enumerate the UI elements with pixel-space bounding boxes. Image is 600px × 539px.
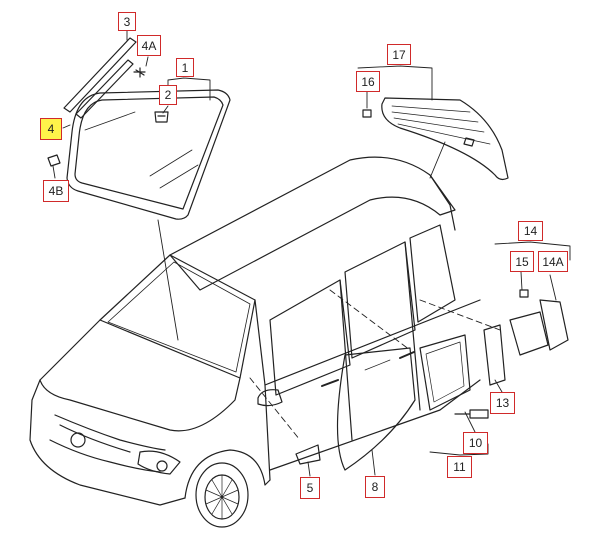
wheel-spokes [205,474,239,520]
callout-10[interactable]: 10 [463,432,488,454]
callout-1[interactable]: 1 [176,58,194,77]
rear-window-parts [362,97,509,181]
b-pillar [339,279,353,441]
quarter-window [409,224,456,323]
callout-16[interactable]: 16 [356,71,380,92]
sill-line [269,379,481,471]
windscreen-parts [47,37,231,220]
front-wheel [195,462,249,528]
windscreen-reflection-1 [84,111,136,131]
windscreen-glass [66,89,231,220]
windscreen-reflection-2 [149,149,193,177]
leader-10 [464,411,476,433]
defroster-line-1 [391,105,471,113]
guide-rail-bolt [454,409,489,419]
fixed-quarter-glass [483,324,506,386]
defroster-line-2 [391,111,479,123]
rear-door-glass-edge [425,341,465,403]
moulding-strip-long [63,37,137,113]
headlight [137,450,181,475]
callout-4a[interactable]: 4A [137,35,161,56]
clip-4a [133,67,146,78]
rear-quarter-glass [509,311,549,356]
door-handle-rear [399,351,415,359]
leader-11 [429,443,489,456]
leader-15 [520,271,523,291]
side-body-line [264,299,481,386]
c-pillar [404,241,421,411]
leader-8 [371,449,376,476]
callout-11[interactable]: 11 [447,456,472,478]
defroster-line-3 [393,117,485,133]
front-door-glass [336,347,416,471]
leader-17 [357,65,433,101]
leader-4a [145,56,149,67]
leader-dash-2 [329,289,411,351]
leader-5 [307,461,311,477]
leader-windscreen-car [157,219,179,341]
clip-4b [47,154,61,167]
sensor-mount-bracket [154,111,169,123]
windshield-glass-body [107,261,251,373]
clip-15 [519,289,529,298]
callout-2[interactable]: 2 [159,85,177,105]
moulding-strip-short [75,59,134,119]
rear-window-glass [381,97,509,181]
callout-4b[interactable]: 4B [43,180,69,202]
side-mirror [257,389,283,407]
front-fender [184,449,271,499]
leader-2 [162,105,169,114]
leader-lines [52,30,571,477]
badge-emblem [70,432,86,448]
fog-light [156,460,168,472]
leader-13 [494,379,503,393]
clip-rear [463,137,475,147]
leader-dash-3 [419,299,501,331]
rear-door-glass [419,334,471,411]
hood [39,319,241,432]
callout-17[interactable]: 17 [387,44,411,65]
callout-14a[interactable]: 14A [538,251,568,272]
rear-door-window [344,241,416,359]
grille-bar [59,424,131,453]
callout-8[interactable]: 8 [365,476,385,498]
mirror-triangle-trim [295,444,321,465]
callout-13[interactable]: 13 [490,392,515,414]
roof-rear-edge [429,174,456,231]
leader-14 [494,241,571,261]
defroster-line-4 [397,123,491,145]
car-body [29,156,481,528]
leader-4b [52,165,56,179]
leader-14a [549,274,557,301]
front-door-glass-reflection [364,359,391,371]
door-handle-front [321,379,339,387]
front-bumper [29,379,186,506]
callout-5[interactable]: 5 [300,477,320,499]
leader-4 [62,124,71,129]
leader-dash-1 [249,377,301,441]
clip-16 [362,109,372,118]
roof-outline [169,156,456,291]
rear-quarter-seal [539,299,569,351]
callout-14[interactable]: 14 [518,221,543,241]
leader-rear-car [429,141,446,179]
callout-15[interactable]: 15 [510,251,534,272]
windscreen-reflection-3 [159,164,199,189]
grille-upper [54,414,166,451]
front-door-window [269,279,351,396]
callout-4[interactable]: 4 [40,118,62,140]
windscreen-inner-edge [74,96,224,210]
callout-3[interactable]: 3 [118,12,136,31]
grille-lower [49,439,161,473]
